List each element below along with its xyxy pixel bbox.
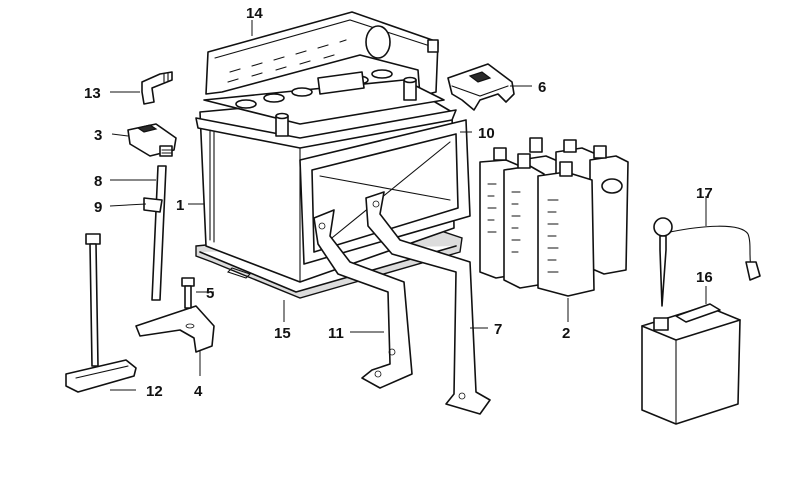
callout-17: 17 bbox=[696, 185, 713, 202]
callout-7: 7 bbox=[494, 321, 502, 338]
callout-9: 9 bbox=[94, 199, 102, 216]
elbow-connector-part bbox=[141, 71, 173, 105]
callout-10: 10 bbox=[478, 125, 495, 142]
water-canister-part bbox=[641, 303, 741, 425]
clamp-bracket-part bbox=[135, 305, 215, 353]
callout-14: 14 bbox=[246, 5, 263, 22]
callout-5: 5 bbox=[206, 285, 214, 302]
callout-8: 8 bbox=[94, 173, 102, 190]
leader-lines bbox=[109, 20, 707, 391]
hydrometer-part bbox=[653, 217, 761, 307]
callout-6: 6 bbox=[538, 79, 546, 96]
acid-bottles-part bbox=[479, 137, 629, 297]
battery-cover-part bbox=[205, 11, 439, 97]
callout-2: 2 bbox=[562, 325, 570, 342]
callout-1: 1 bbox=[176, 197, 184, 214]
bracket-short-part bbox=[313, 209, 413, 389]
terminal-cover-part bbox=[447, 63, 515, 111]
vent-plug-part bbox=[127, 123, 177, 157]
callout-3: 3 bbox=[94, 127, 102, 144]
bracket-long-part bbox=[365, 191, 491, 415]
callout-11: 11 bbox=[328, 325, 344, 342]
bolt-part bbox=[181, 277, 195, 309]
callout-4: 4 bbox=[194, 383, 203, 400]
callout-13: 13 bbox=[84, 85, 101, 102]
retaining-frame-part bbox=[299, 119, 471, 265]
callout-labels: 14 13 3 8 9 1 5 4 12 15 11 7 2 10 6 16 1… bbox=[84, 5, 713, 400]
callout-16: 16 bbox=[696, 269, 713, 286]
vent-hose-part bbox=[143, 165, 167, 301]
callout-15: 15 bbox=[274, 325, 291, 342]
callout-12: 12 bbox=[146, 383, 163, 400]
hold-down-rod-part bbox=[65, 233, 137, 393]
